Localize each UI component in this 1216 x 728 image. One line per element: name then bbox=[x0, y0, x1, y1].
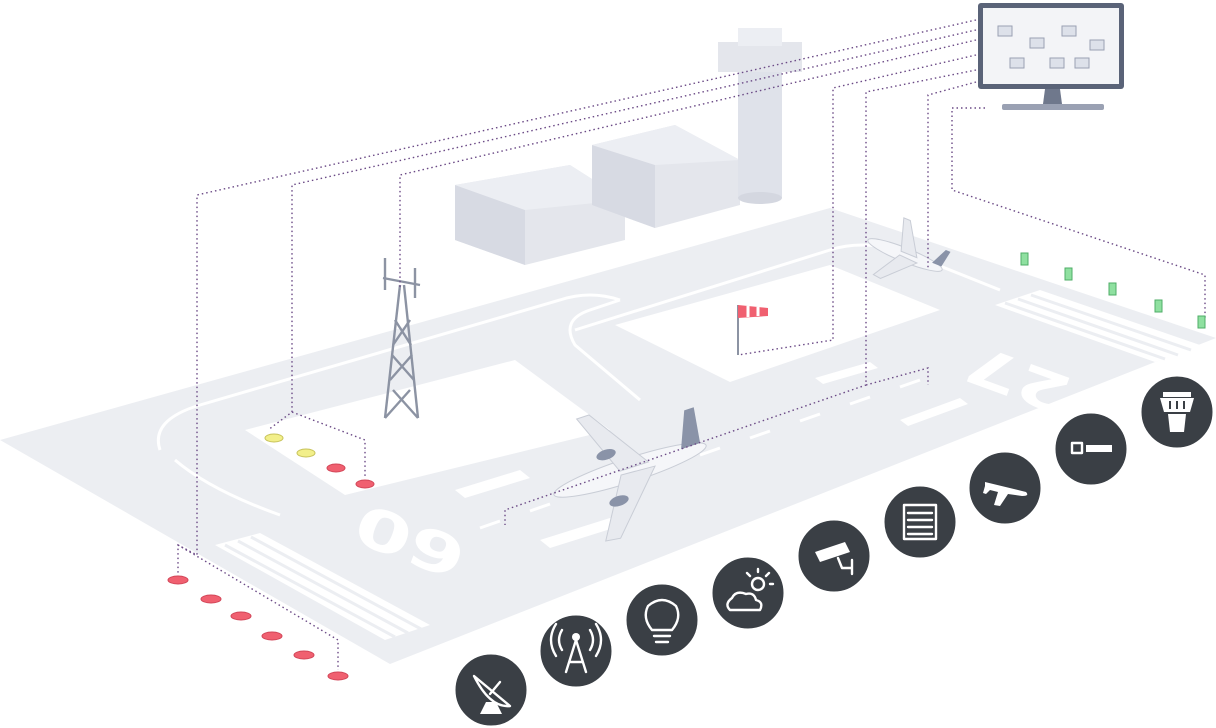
windsock bbox=[737, 305, 768, 355]
runway-lights-east bbox=[1020, 252, 1206, 329]
weather-icon bbox=[709, 554, 787, 632]
display-board-icon bbox=[881, 483, 959, 561]
satellite-dish-icon bbox=[452, 651, 530, 728]
airplane-large bbox=[553, 407, 707, 542]
control-tower-building bbox=[718, 28, 802, 204]
hangar-right bbox=[592, 125, 740, 228]
runway-light-icon bbox=[1052, 410, 1130, 488]
runway-centerline bbox=[479, 378, 921, 530]
approach-lights bbox=[264, 433, 375, 489]
infield-pad-east bbox=[615, 265, 940, 382]
touchdown-markings bbox=[455, 362, 968, 548]
monitoring-display bbox=[978, 3, 1124, 110]
connection-lines bbox=[177, 19, 1206, 670]
airplane-small bbox=[867, 217, 951, 280]
threshold-hatch bbox=[224, 293, 1192, 639]
hangar-left bbox=[455, 165, 625, 265]
radio-mast bbox=[382, 258, 421, 419]
radio-tower-icon bbox=[537, 612, 615, 690]
taxiway-outline bbox=[157, 243, 1001, 517]
control-tower-icon bbox=[1138, 373, 1216, 451]
security-camera-icon bbox=[795, 517, 873, 595]
infield-pad-west bbox=[245, 360, 610, 495]
airplane-icon bbox=[966, 449, 1044, 527]
lightbulb-icon bbox=[623, 581, 701, 659]
runway-lights-west bbox=[167, 575, 349, 681]
